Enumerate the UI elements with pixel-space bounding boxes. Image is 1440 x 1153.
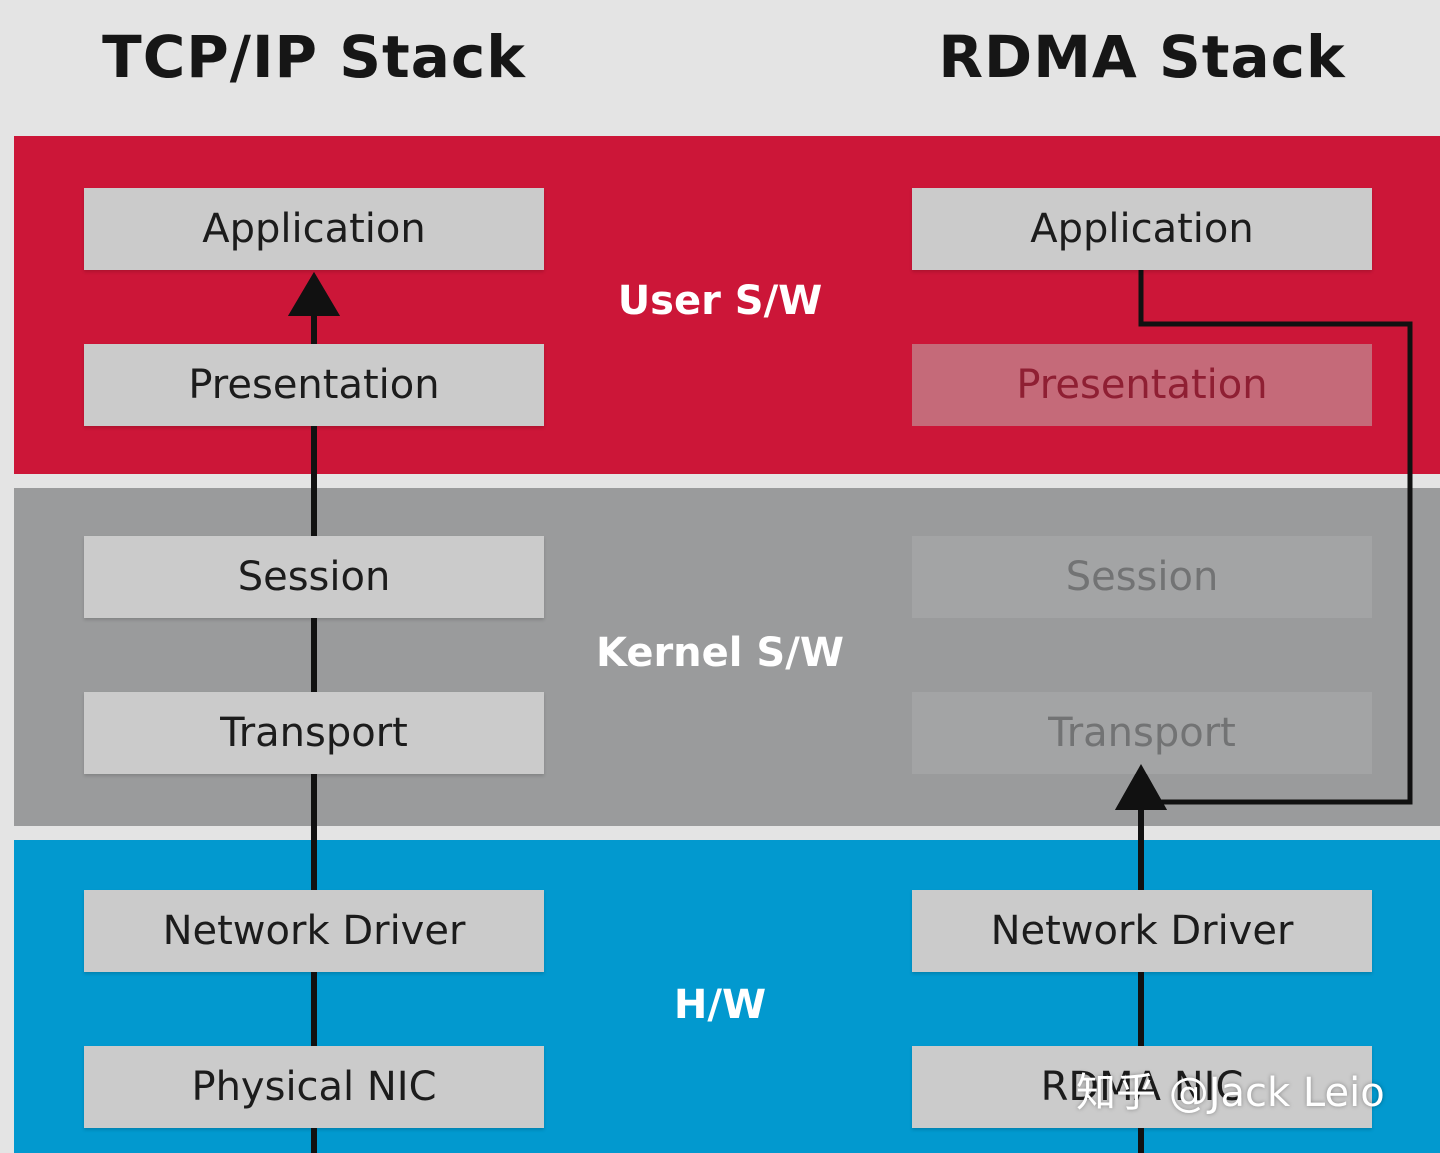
rdma-nic-layer: RDMA NIC	[912, 1046, 1372, 1128]
rdma-session-layer: Session	[912, 536, 1372, 618]
kernel-sw-label: Kernel S/W	[596, 630, 844, 676]
tcpip-stack-title: TCP/IP Stack	[102, 23, 526, 91]
watermark-text: 知乎 @Jack Leio	[1076, 1070, 1385, 1116]
tcpip-network-driver-layer: Network Driver	[84, 890, 544, 972]
rdma-stack-title: RDMA Stack	[938, 23, 1346, 91]
hw-label: H/W	[673, 982, 767, 1028]
rdma-transport-layer: Transport	[912, 692, 1372, 774]
rdma-network-driver-layer: Network Driver	[912, 890, 1372, 972]
tcpip-presentation-layer: Presentation	[84, 344, 544, 426]
rdma-presentation-layer: Presentation	[912, 344, 1372, 426]
tcpip-transport-layer: Transport	[84, 692, 544, 774]
tcpip-application-layer: Application	[84, 188, 544, 270]
tcpip-session-layer: Session	[84, 536, 544, 618]
rdma-application-layer: Application	[912, 188, 1372, 270]
tcpip-physical-nic-layer: Physical NIC	[84, 1046, 544, 1128]
user-sw-label: User S/W	[617, 278, 823, 324]
